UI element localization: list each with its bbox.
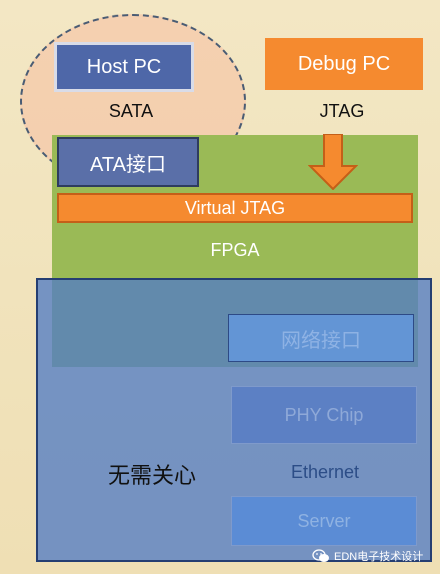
- virtual-jtag-label: Virtual JTAG: [184, 197, 286, 218]
- ata-interface-box: ATA接口: [57, 137, 199, 187]
- server-label: Server: [297, 510, 351, 531]
- server-box: Server: [231, 496, 417, 546]
- host-pc-box: Host PC: [54, 42, 194, 92]
- debug-pc-label: Debug PC: [297, 52, 391, 75]
- network-interface-box: 网络接口: [228, 314, 414, 362]
- wechat-icon: [312, 549, 329, 562]
- network-interface-label: 网络接口: [281, 329, 361, 352]
- jtag-label: JTAG: [319, 101, 365, 121]
- ethernet-label: Ethernet: [290, 462, 360, 482]
- no-worry-label: 无需关心: [107, 463, 196, 488]
- phy-chip-box: PHY Chip: [231, 386, 417, 444]
- fpga-label: FPGA: [210, 240, 260, 260]
- watermark-text: EDN电子技术设计: [334, 551, 424, 563]
- host-pc-label: Host PC: [86, 55, 162, 78]
- ata-interface-label: ATA接口: [90, 153, 166, 176]
- debug-pc-box: Debug PC: [265, 38, 423, 90]
- watermark: EDN电子技术设计: [312, 545, 440, 567]
- jtag-down-arrow: [308, 134, 358, 190]
- sata-label: SATA: [108, 101, 154, 121]
- virtual-jtag-box: Virtual JTAG: [57, 193, 413, 223]
- phy-chip-label: PHY Chip: [284, 404, 364, 425]
